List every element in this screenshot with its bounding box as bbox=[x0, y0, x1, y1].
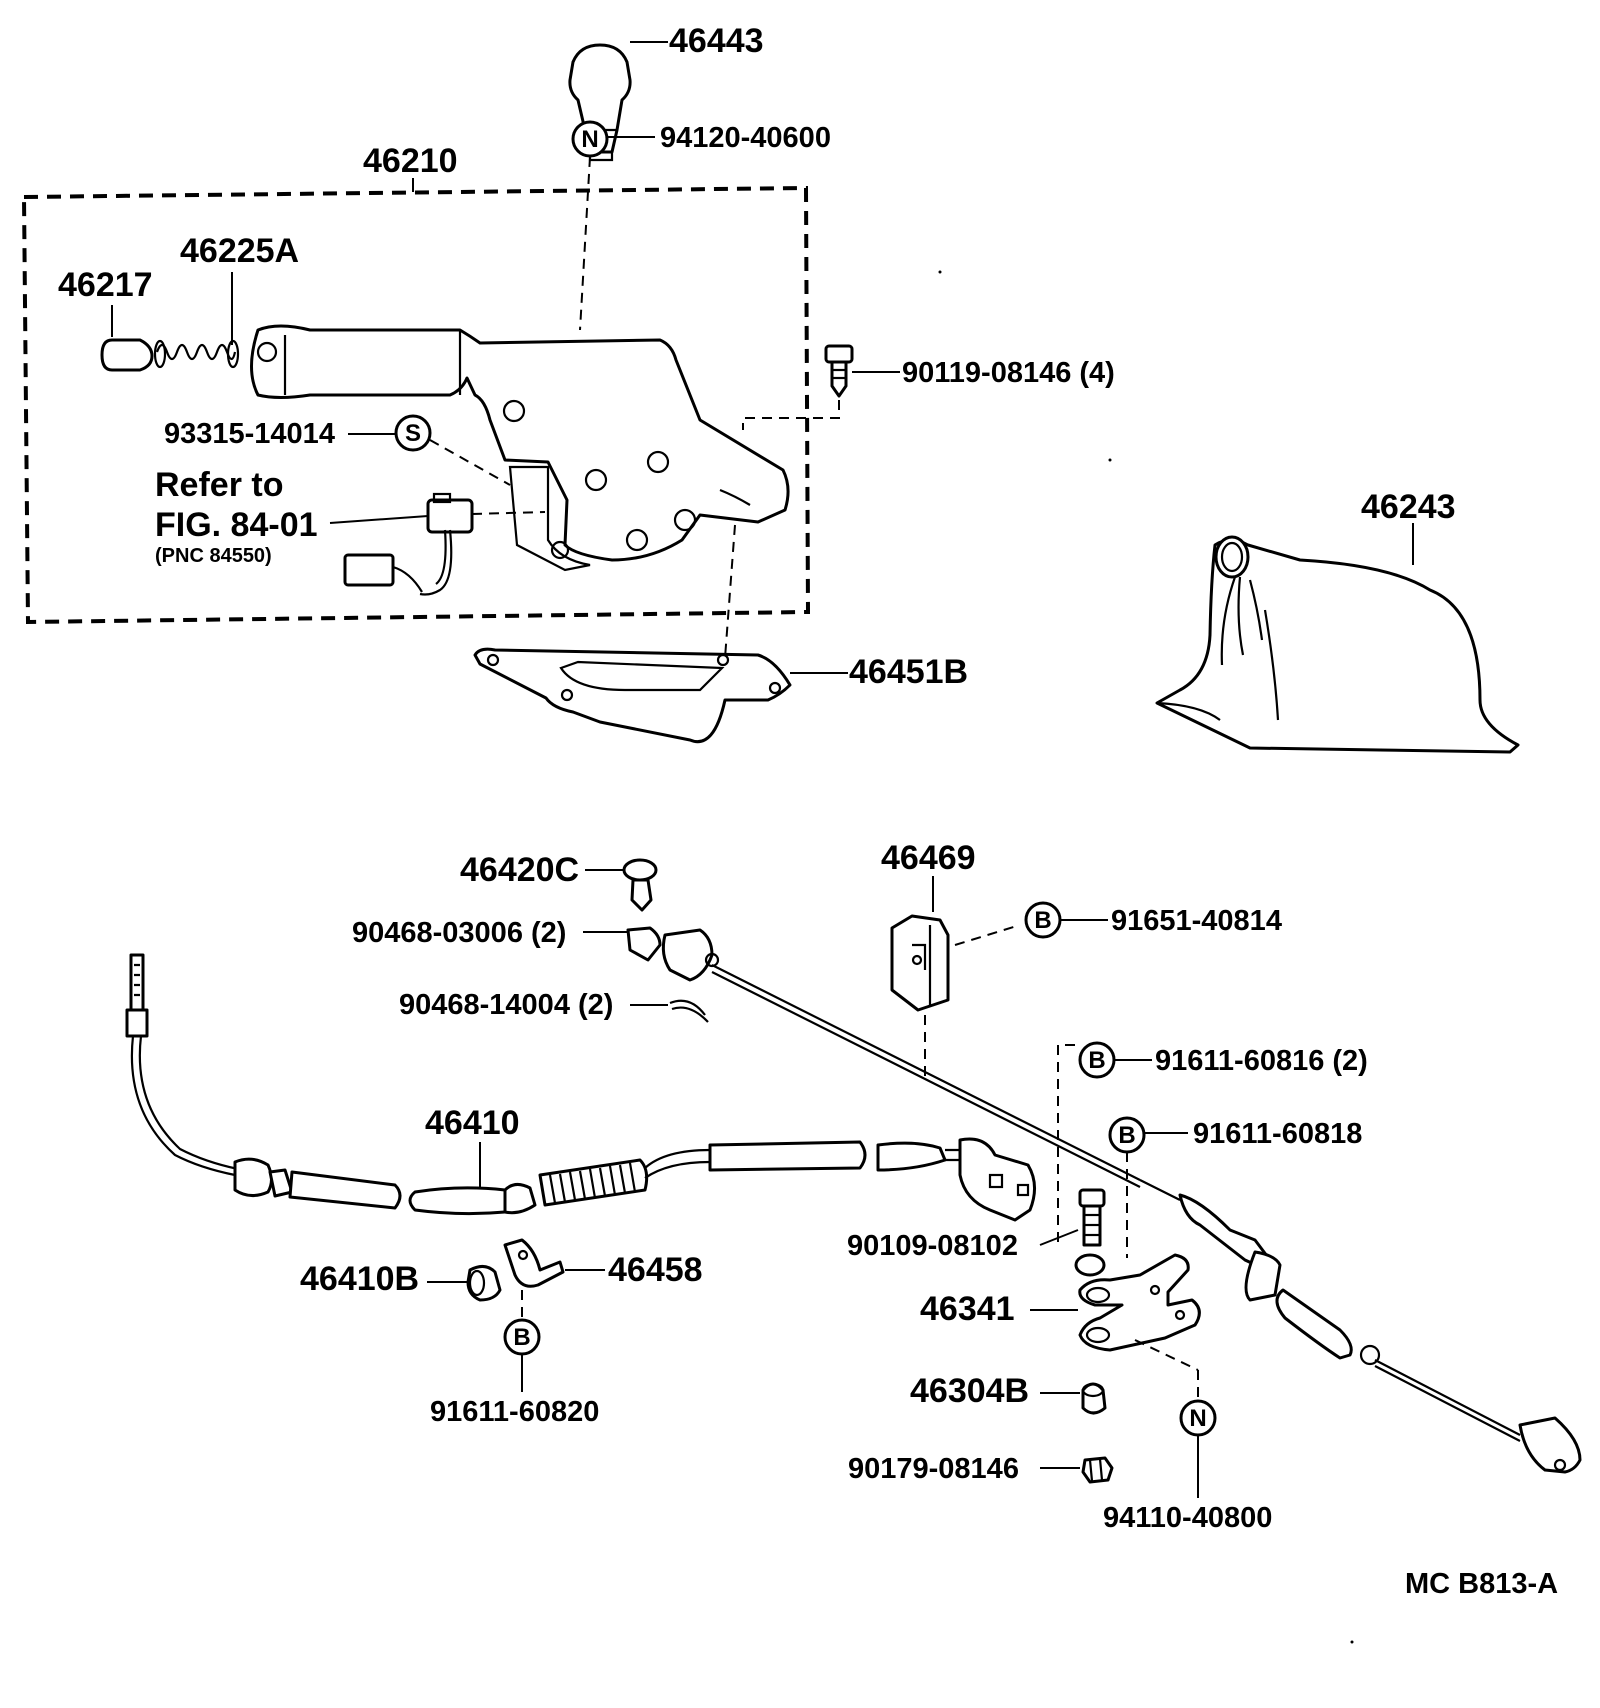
label-94120-40600: 94120-40600 bbox=[660, 122, 831, 154]
bushing-46304B[interactable] bbox=[1081, 1382, 1107, 1415]
n-marker-top-text: N bbox=[581, 126, 598, 153]
label-91611-60816: 91611-60816 (2) bbox=[1155, 1045, 1368, 1077]
n-marker-top bbox=[571, 120, 609, 158]
lever-boot[interactable] bbox=[1155, 535, 1520, 754]
label-46469: 46469 bbox=[881, 839, 976, 877]
label-46443: 46443 bbox=[669, 22, 764, 60]
label-91611-60818: 91611-60818 bbox=[1193, 1118, 1362, 1150]
label-46304B: 46304B bbox=[910, 1372, 1029, 1410]
spring-part[interactable] bbox=[153, 339, 240, 369]
fig-ref-text[interactable]: FIG. 84-01 bbox=[155, 506, 318, 544]
label-90119-08146: 90119-08146 (4) bbox=[902, 357, 1115, 389]
grommet-46410B[interactable] bbox=[466, 1265, 502, 1302]
nut-90179-08146[interactable] bbox=[1081, 1456, 1114, 1484]
cable-clip-46420C[interactable] bbox=[622, 858, 658, 912]
diagram-code: MC B813-A bbox=[1405, 1568, 1558, 1600]
label-46410B: 46410B bbox=[300, 1260, 419, 1298]
b-marker-2-text: B bbox=[1088, 1047, 1105, 1074]
s-marker bbox=[394, 414, 432, 452]
label-46243: 46243 bbox=[1361, 488, 1456, 526]
lever-assembly-frame bbox=[21, 185, 811, 625]
b-marker-4-text: B bbox=[513, 1324, 530, 1351]
cotter-pin[interactable] bbox=[669, 999, 709, 1023]
clamp-46458[interactable] bbox=[503, 1238, 565, 1288]
s-marker-text: S bbox=[405, 420, 421, 447]
rear-brake-cable[interactable] bbox=[125, 953, 1036, 1222]
label-46217: 46217 bbox=[58, 266, 153, 304]
cable-pin[interactable] bbox=[626, 926, 720, 982]
equalizer-46341[interactable] bbox=[1078, 1253, 1201, 1352]
label-46451B: 46451B bbox=[849, 653, 968, 691]
label-91651-40814: 91651-40814 bbox=[1111, 905, 1282, 937]
b-marker-3-text: B bbox=[1118, 1122, 1135, 1149]
refer-to-text: Refer to bbox=[155, 466, 283, 504]
label-94110-40800: 94110-40800 bbox=[1103, 1502, 1272, 1534]
label-90179-08146: 90179-08146 bbox=[848, 1453, 1019, 1485]
label-46341: 46341 bbox=[920, 1290, 1015, 1328]
label-46410: 46410 bbox=[425, 1104, 520, 1142]
label-90468-14004: 90468-14004 (2) bbox=[399, 989, 613, 1021]
parking-lever[interactable] bbox=[250, 324, 790, 572]
label-46458: 46458 bbox=[608, 1251, 703, 1289]
label-90468-03006: 90468-03006 (2) bbox=[352, 917, 566, 949]
label-46225A: 46225A bbox=[180, 232, 299, 270]
brake-warning-switch[interactable] bbox=[343, 492, 474, 596]
cable-clamp-46469[interactable] bbox=[890, 914, 950, 1012]
label-46420C: 46420C bbox=[460, 851, 579, 889]
front-brake-cable[interactable] bbox=[711, 964, 1582, 1474]
b-marker-1-text: B bbox=[1034, 907, 1051, 934]
label-91611-60820: 91611-60820 bbox=[430, 1396, 599, 1428]
lever-mounting-bracket[interactable] bbox=[473, 647, 792, 743]
label-46210: 46210 bbox=[363, 142, 458, 180]
bolt-90109-08102[interactable] bbox=[1074, 1188, 1106, 1277]
pnc-ref-text: (PNC 84550) bbox=[155, 545, 272, 567]
label-90109-08102: 90109-08102 bbox=[847, 1230, 1018, 1262]
lever-mount-screw[interactable] bbox=[824, 344, 854, 398]
n-marker-bottom-text: N bbox=[1189, 1405, 1206, 1432]
button-part[interactable] bbox=[100, 338, 154, 372]
label-93315-14014: 93315-14014 bbox=[164, 418, 335, 450]
